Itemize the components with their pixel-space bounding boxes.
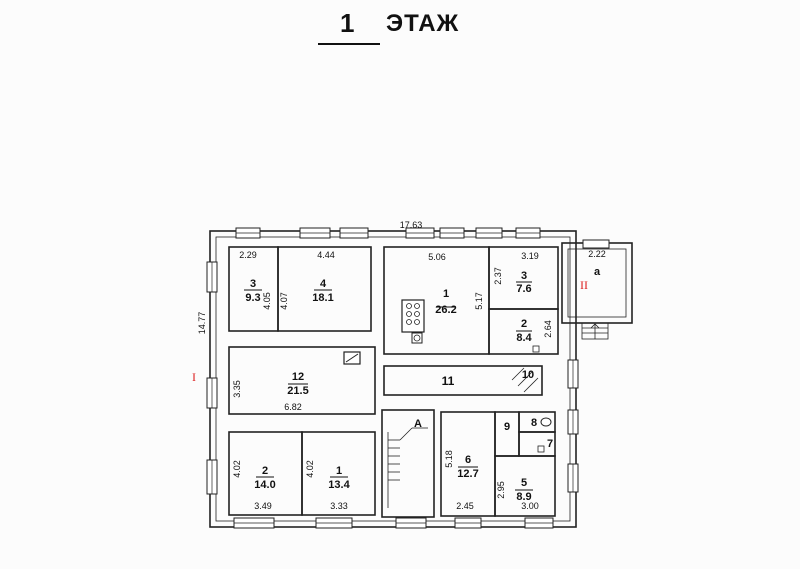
room-2-bottom-area: 14.0 [254,479,275,491]
room-2-right-number: 2 [521,318,527,330]
room-12-number: 12 [292,371,304,383]
floor-title: 1 ЭТАЖ [318,8,508,45]
title-underline [318,43,380,45]
room-2-right-area: 8.4 [516,332,532,344]
room-5-number: 5 [521,477,527,489]
dim-total-height: 14.77 [197,312,207,335]
room-a-label: а [594,266,601,278]
dim-4-02-b: 4.02 [305,460,315,478]
dim-2-37: 2.37 [493,267,503,285]
dim-2-29: 2.29 [239,250,257,260]
dim-4-07: 4.07 [279,292,289,310]
dim-4-02-a: 4.02 [232,460,242,478]
room-2-right-wall [488,308,559,355]
stair-symbol [387,427,428,508]
dim-2-45: 2.45 [456,501,474,511]
room-5-area: 8.9 [516,491,531,503]
dim-5-18: 5.18 [444,450,454,468]
room-3-right-number: 3 [521,270,527,282]
room-10-number: 10 [522,369,534,381]
entrance-steps [581,322,609,340]
room-1-top-area: 26.2 [435,304,456,316]
floor-word: ЭТАЖ [386,10,460,37]
room-4-wall [277,246,372,332]
room-7-number: 7 [547,438,553,450]
axis-mark-2: II [580,278,588,292]
room-3-left-area: 9.3 [245,292,260,304]
room-8-number: 8 [531,417,537,429]
room-6-number: 6 [465,454,471,466]
floor-number: 1 [340,8,355,38]
stair-a-wall [381,409,435,518]
room-6-area: 12.7 [457,468,478,480]
toilet-icon [540,417,552,427]
room-3-left-number: 3 [250,278,256,290]
room-11-wall [383,365,543,396]
dim-3-19: 3.19 [521,251,539,261]
room-5-wall [494,455,556,517]
room-4-number: 4 [320,278,327,290]
room-1-bottom-number: 1 [336,465,342,477]
dim-6-82: 6.82 [284,402,302,412]
stove-icon [401,299,425,344]
room-12-area: 21.5 [287,385,308,397]
room-2-bottom-number: 2 [262,465,268,477]
dim-3-49: 3.49 [254,501,272,511]
room-10-wall [512,365,543,395]
dim-5-06: 5.06 [428,252,446,262]
axis-mark-1: I [192,370,196,384]
room-4-area: 18.1 [312,292,333,304]
room-1-bottom-area: 13.4 [328,479,350,491]
riser-icon [532,345,540,353]
sink-icon [537,445,545,453]
room-9-number: 9 [504,421,510,433]
room-1-top-number: 1 [443,288,449,300]
dim-3-35: 3.35 [232,380,242,398]
dim-2-64: 2.64 [543,320,553,338]
dim-total-width: 17.63 [400,220,423,230]
dim-4-44: 4.44 [317,250,335,260]
room-12-wall [228,346,376,415]
dim-3-33: 3.33 [330,501,348,511]
vent-icon [343,351,361,365]
dim-4-05: 4.05 [262,292,272,310]
room-11-number: 11 [442,374,455,388]
dim-3-00: 3.00 [521,501,539,511]
annex-wall-inner [567,248,627,318]
stair-a-label: А [414,418,422,430]
dim-2-95: 2.95 [496,481,506,499]
room-1-bottom-wall [301,431,376,516]
room-9-wall [494,411,520,457]
dim-5-17: 5.17 [474,292,484,310]
room-3-right-area: 7.6 [516,283,531,295]
dim-2-22: 2.22 [588,249,606,259]
